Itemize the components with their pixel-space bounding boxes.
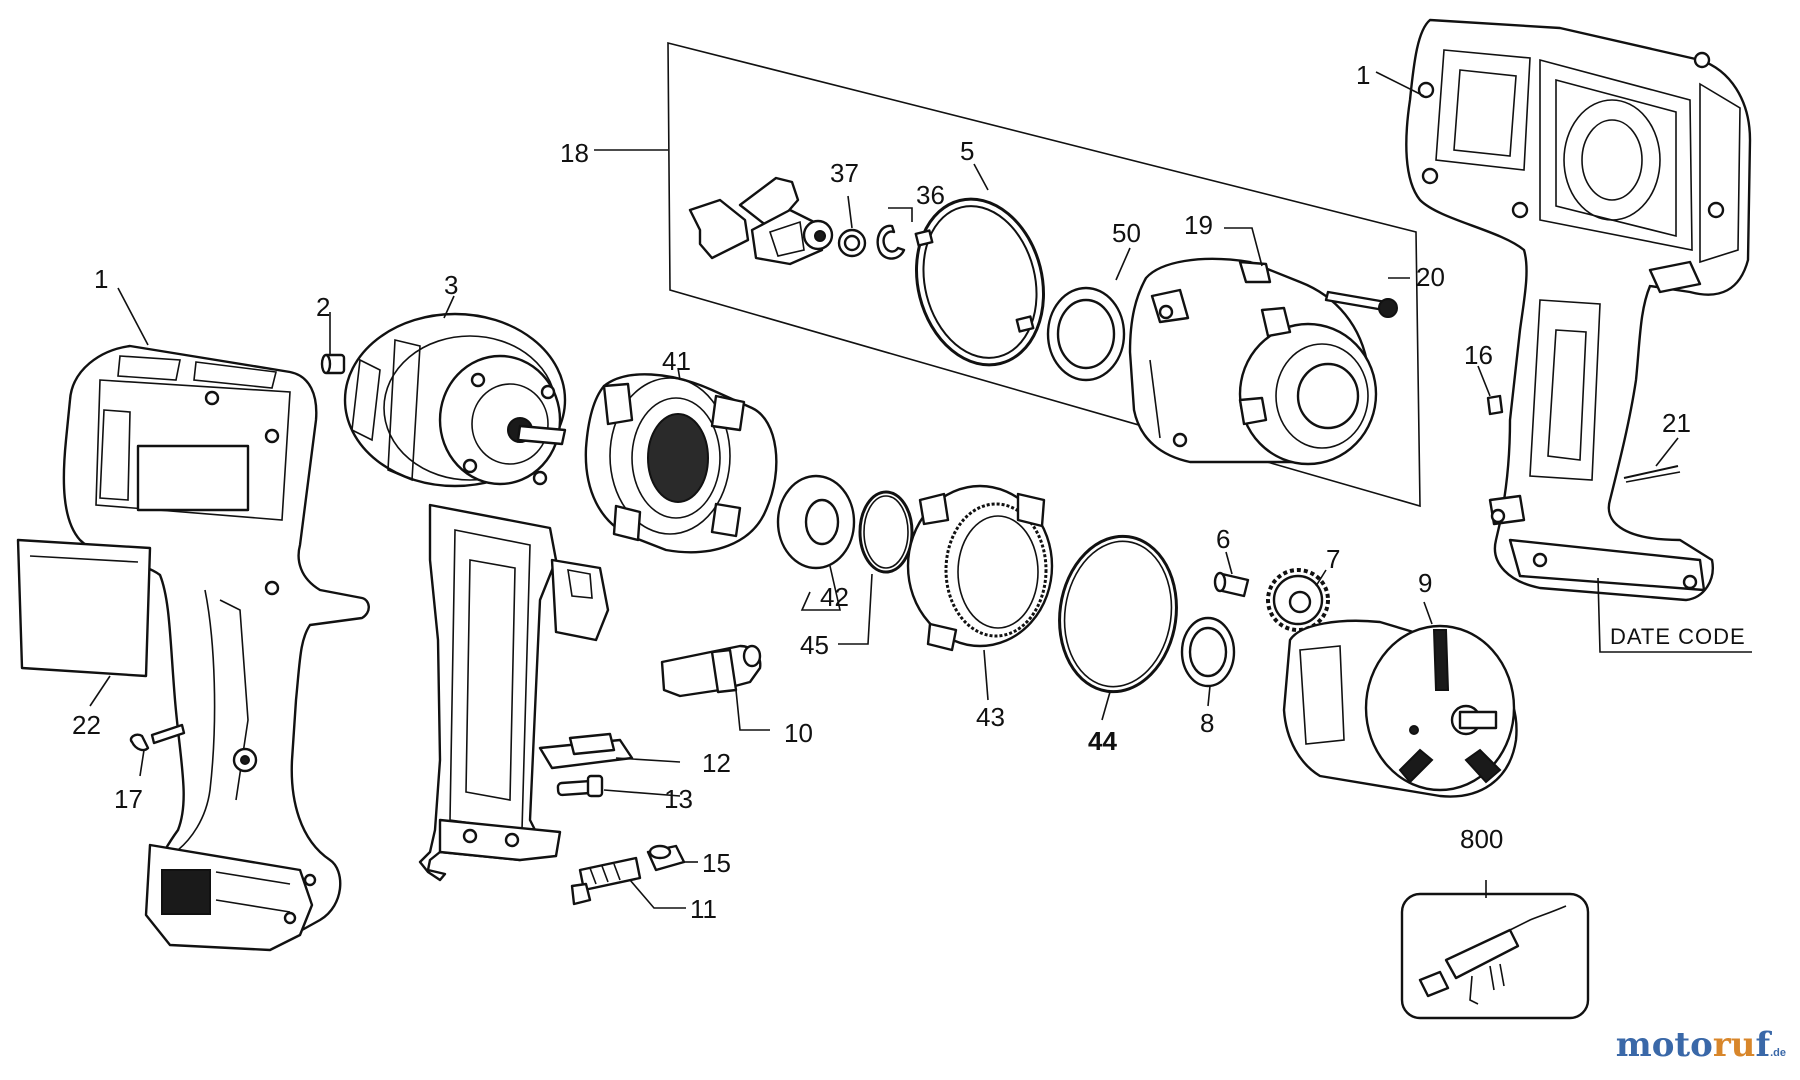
accessory-800-box xyxy=(1400,892,1590,1020)
bolt-20 xyxy=(1324,290,1398,318)
clip-36 xyxy=(876,224,906,260)
label-21: 21 xyxy=(1662,408,1691,438)
label-1-left: 1 xyxy=(94,264,108,294)
label-37: 37 xyxy=(830,158,859,188)
switch-part-10 xyxy=(660,644,762,698)
housing-ring-41 xyxy=(584,373,778,554)
label-45: 45 xyxy=(800,630,829,660)
label-date-code: DATE CODE xyxy=(1610,624,1746,649)
label-13: 13 xyxy=(664,784,693,814)
label-44: 44 xyxy=(1088,726,1117,756)
label-3: 3 xyxy=(444,270,458,300)
label-16: 16 xyxy=(1464,340,1493,370)
motor-assembly-3 xyxy=(343,312,610,882)
wire-21 xyxy=(1623,465,1681,483)
watermark-part-b: ru xyxy=(1712,1025,1756,1065)
washer-50 xyxy=(1046,286,1126,382)
label-36: 36 xyxy=(916,180,945,210)
anvil-part xyxy=(688,176,834,266)
label-10: 10 xyxy=(784,718,813,748)
carrier-9 xyxy=(1282,619,1518,798)
ring-5 xyxy=(914,197,1045,367)
o-ring-44 xyxy=(1058,534,1178,694)
planet-gear-7 xyxy=(1266,568,1330,632)
label-1-right: 1 xyxy=(1356,60,1370,90)
label-50: 50 xyxy=(1112,218,1141,248)
o-ring-45 xyxy=(858,490,914,574)
washer-37 xyxy=(837,228,867,258)
watermark-part-c: f xyxy=(1755,1025,1771,1065)
part-labels: 1 2 3 18 5 37 36 50 19 20 41 42 45 43 44… xyxy=(72,60,1746,924)
label-8: 8 xyxy=(1200,708,1214,738)
label-43: 43 xyxy=(976,702,1005,732)
watermark-part-a: moto xyxy=(1615,1025,1713,1065)
pin-6 xyxy=(1213,571,1250,598)
label-7: 7 xyxy=(1326,544,1340,574)
label-22: 22 xyxy=(72,710,101,740)
ring-gear-43 xyxy=(906,484,1054,652)
label-11: 11 xyxy=(690,894,717,924)
label-6: 6 xyxy=(1216,524,1230,554)
label-9: 9 xyxy=(1418,568,1432,598)
part-13 xyxy=(556,774,604,798)
label-800: 800 xyxy=(1460,824,1503,854)
part-12 xyxy=(538,732,634,770)
label-12: 12 xyxy=(702,748,731,778)
label-5: 5 xyxy=(960,136,974,166)
washer-42 xyxy=(776,474,856,570)
watermark-logo: motoruf.de xyxy=(1616,1025,1786,1065)
assembly-18-frame xyxy=(667,41,1421,508)
part-15 xyxy=(646,844,686,872)
housing-right-half xyxy=(1405,18,1752,602)
pin-16 xyxy=(1486,394,1504,416)
label-panel-22 xyxy=(16,538,152,678)
label-42: 42 xyxy=(820,582,849,612)
housing-left-half xyxy=(62,344,370,952)
watermark-suffix: .de xyxy=(1770,1047,1786,1059)
label-18: 18 xyxy=(560,138,589,168)
label-2: 2 xyxy=(316,292,330,322)
label-41: 41 xyxy=(662,346,691,376)
gear-case-19 xyxy=(1128,257,1378,466)
screw-17 xyxy=(129,723,186,752)
label-17: 17 xyxy=(114,784,143,814)
washer-8 xyxy=(1180,616,1236,688)
label-15: 15 xyxy=(702,848,731,878)
pin-2 xyxy=(320,353,346,375)
label-20: 20 xyxy=(1416,262,1445,292)
label-19: 19 xyxy=(1184,210,1213,240)
part-11 xyxy=(570,856,642,906)
leader-lines xyxy=(89,71,1752,909)
